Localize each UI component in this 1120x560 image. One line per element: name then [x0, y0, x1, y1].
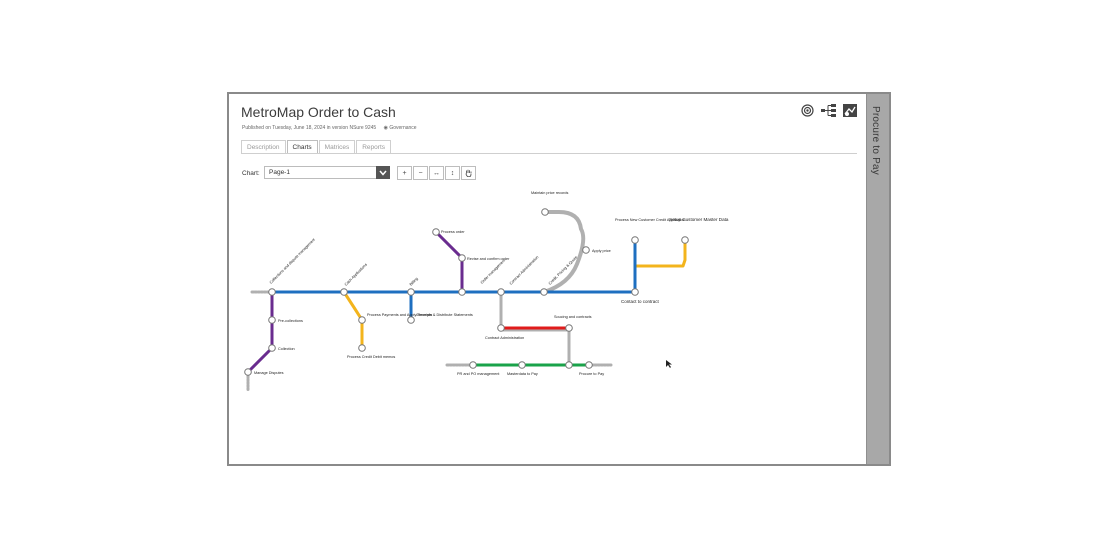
line-yellow-cash [342, 290, 364, 350]
line-purple-collections [246, 290, 274, 374]
label-process-order: Process order [441, 230, 465, 234]
station-masterdata[interactable] [518, 361, 526, 369]
tab-description[interactable]: Description [241, 140, 286, 154]
chevron-down-icon[interactable] [376, 166, 390, 179]
station-contact-to-contract[interactable] [631, 288, 639, 296]
tab-reports[interactable]: Reports [356, 140, 391, 154]
governance-tag[interactable]: ◉ Governance [384, 125, 417, 131]
pan-hand-icon[interactable] [461, 166, 476, 180]
station-procure[interactable] [585, 361, 593, 369]
station-manage-disputes[interactable] [244, 368, 252, 376]
label-billing: Billing [409, 277, 419, 287]
tab-matrices[interactable]: Matrices [318, 140, 356, 154]
station-contract-admin-top[interactable] [497, 288, 505, 296]
publish-text: Published on Tuesday, June 18, 2024 in v… [242, 125, 377, 131]
station-setup-master[interactable] [681, 236, 689, 244]
station-process-payments[interactable] [358, 316, 366, 324]
zoom-in-button[interactable]: + [397, 166, 412, 180]
label-setup-master: Setup Customer Master Data [669, 217, 729, 222]
fit-width-button[interactable]: ↔ [429, 166, 444, 180]
station-revise-order[interactable] [458, 254, 466, 262]
label-process-credit: Process Credit Debit memos [347, 355, 395, 359]
label-generate-statements: Generate & Distribute Statements [416, 313, 473, 317]
line-yellow-master [633, 238, 687, 294]
label-collection: Collection [278, 347, 295, 351]
station-credit-pricing[interactable] [540, 288, 548, 296]
label-collections: Collections and dispute management [269, 237, 317, 285]
station-order-management[interactable] [458, 288, 466, 296]
label-contact-to-contract: Contact to contract [621, 299, 660, 304]
side-panel-label: Procure to Pay [870, 106, 881, 175]
label-manage-disputes: Manage Disputes [254, 371, 284, 375]
tab-charts[interactable]: Charts [286, 140, 318, 154]
app-window: MetroMap Order to Cash Published on Tues… [227, 92, 891, 466]
station-maintain-price[interactable] [541, 208, 549, 216]
label-pre-collections: Pre-collections [278, 319, 303, 323]
label-apply-price: Apply price [592, 249, 611, 253]
station-cash-applications[interactable] [340, 288, 348, 296]
line-gray-pricing [542, 210, 586, 294]
shield-icon: ◉ [383, 125, 388, 131]
header-actions [801, 104, 857, 117]
station-process-order[interactable] [432, 228, 440, 236]
station-new-customer[interactable] [631, 236, 639, 244]
chart-selector-label: Chart: [242, 170, 260, 177]
mouse-cursor-icon [666, 360, 672, 368]
station-green-junction[interactable] [565, 361, 573, 369]
target-icon[interactable] [801, 104, 814, 117]
line-purple-order [434, 230, 464, 294]
main-panel: MetroMap Order to Cash Published on Tues… [229, 94, 869, 464]
tab-divider [241, 153, 857, 154]
label-new-customer: Process New Customer Credit Application [615, 218, 685, 222]
label-contract-admin-top: Contract Administration [509, 255, 540, 286]
label-revise-order: Revise and confirm order [467, 257, 510, 261]
tab-bar: Description Charts Matrices Reports [241, 140, 392, 154]
fit-height-button[interactable]: ↕ [445, 166, 460, 180]
label-cash-applications: Cash Applications [344, 262, 368, 286]
label-masterdata: Masterdata to Pay [507, 372, 538, 376]
station-pre-collections[interactable] [268, 316, 276, 324]
label-procure: Procure to Pay [579, 372, 604, 376]
station-process-credit[interactable] [358, 344, 366, 352]
station-pr-po[interactable] [469, 361, 477, 369]
station-generate-statements[interactable] [407, 316, 415, 324]
label-sourcing: Soucing and contracts [554, 315, 592, 319]
chart-toolbar: + − ↔ ↕ [397, 166, 477, 180]
label-order-management: Order management [480, 258, 507, 285]
station-billing[interactable] [407, 288, 415, 296]
station-sourcing[interactable] [565, 324, 573, 332]
station-contract-admin-low[interactable] [497, 324, 505, 332]
page-title: MetroMap Order to Cash [241, 104, 396, 120]
side-panel-procure-to-pay[interactable]: Procure to Pay [866, 94, 889, 464]
station-collections[interactable] [268, 288, 276, 296]
station-collection[interactable] [268, 344, 276, 352]
metro-map: Collections and dispute management Cash … [244, 191, 729, 392]
label-contract-admin-low: Contract Administration [485, 336, 524, 340]
label-maintain-price: Maintain price records [531, 191, 568, 195]
chart-settings-icon[interactable] [843, 104, 857, 117]
station-apply-price[interactable] [582, 246, 590, 254]
label-process-payments: Process Payments and Apply Receipts [367, 313, 432, 317]
line-gray-contract [499, 291, 571, 367]
hierarchy-icon[interactable] [821, 104, 836, 117]
governance-tag-label: Governance [389, 125, 417, 131]
label-pr-po: PR and PO management [457, 372, 500, 376]
publish-info: Published on Tuesday, June 18, 2024 in v… [242, 125, 417, 131]
zoom-out-button[interactable]: − [413, 166, 428, 180]
